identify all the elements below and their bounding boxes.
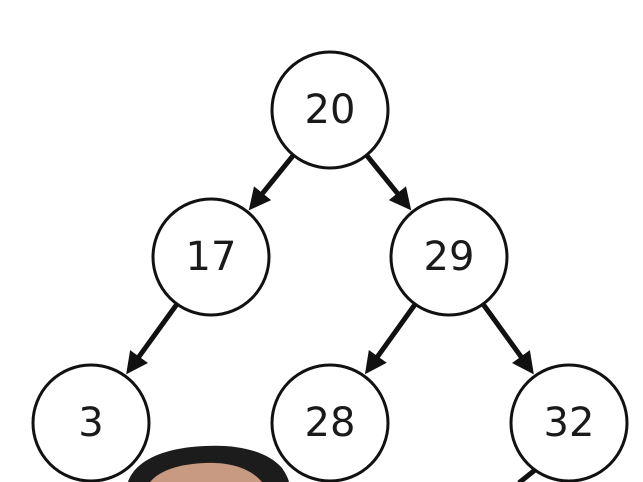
arrowhead-n17-n3 [126,350,148,375]
edges [126,154,534,375]
tree-node-3: 3 [31,363,151,482]
partial-photo [128,445,548,482]
edge-n29-n32 [481,303,525,361]
node-label: 32 [544,400,595,446]
node-circle [151,197,271,317]
tree-node-20: 20 [270,50,390,170]
arrowhead-n20-n29 [388,186,412,211]
node-circle [31,363,151,482]
edge-n17-n3 [135,303,179,361]
arrowhead-n20-n17 [248,186,272,211]
node-circle [389,197,509,317]
node-label: 3 [78,400,103,446]
edge-n20-n17 [258,154,295,198]
arrowhead-n29-n32 [512,350,534,375]
photo-face [150,462,262,482]
node-circle [509,363,629,482]
edge-n20-n29 [365,154,402,198]
node-label: 28 [305,400,356,446]
nodes: 20 17 29 3 28 32 [31,50,629,482]
tree-node-29: 29 [389,197,509,317]
node-circle [270,363,390,482]
edge-n29-n28 [374,303,417,361]
tree-node-32: 32 [509,363,629,482]
node-label: 17 [186,234,237,280]
tree-node-28: 28 [270,363,390,482]
node-circle [270,50,390,170]
node-label: 29 [424,234,475,280]
arrowhead-n29-n28 [364,349,387,375]
tree-node-17: 17 [151,197,271,317]
node-label: 20 [305,87,356,133]
